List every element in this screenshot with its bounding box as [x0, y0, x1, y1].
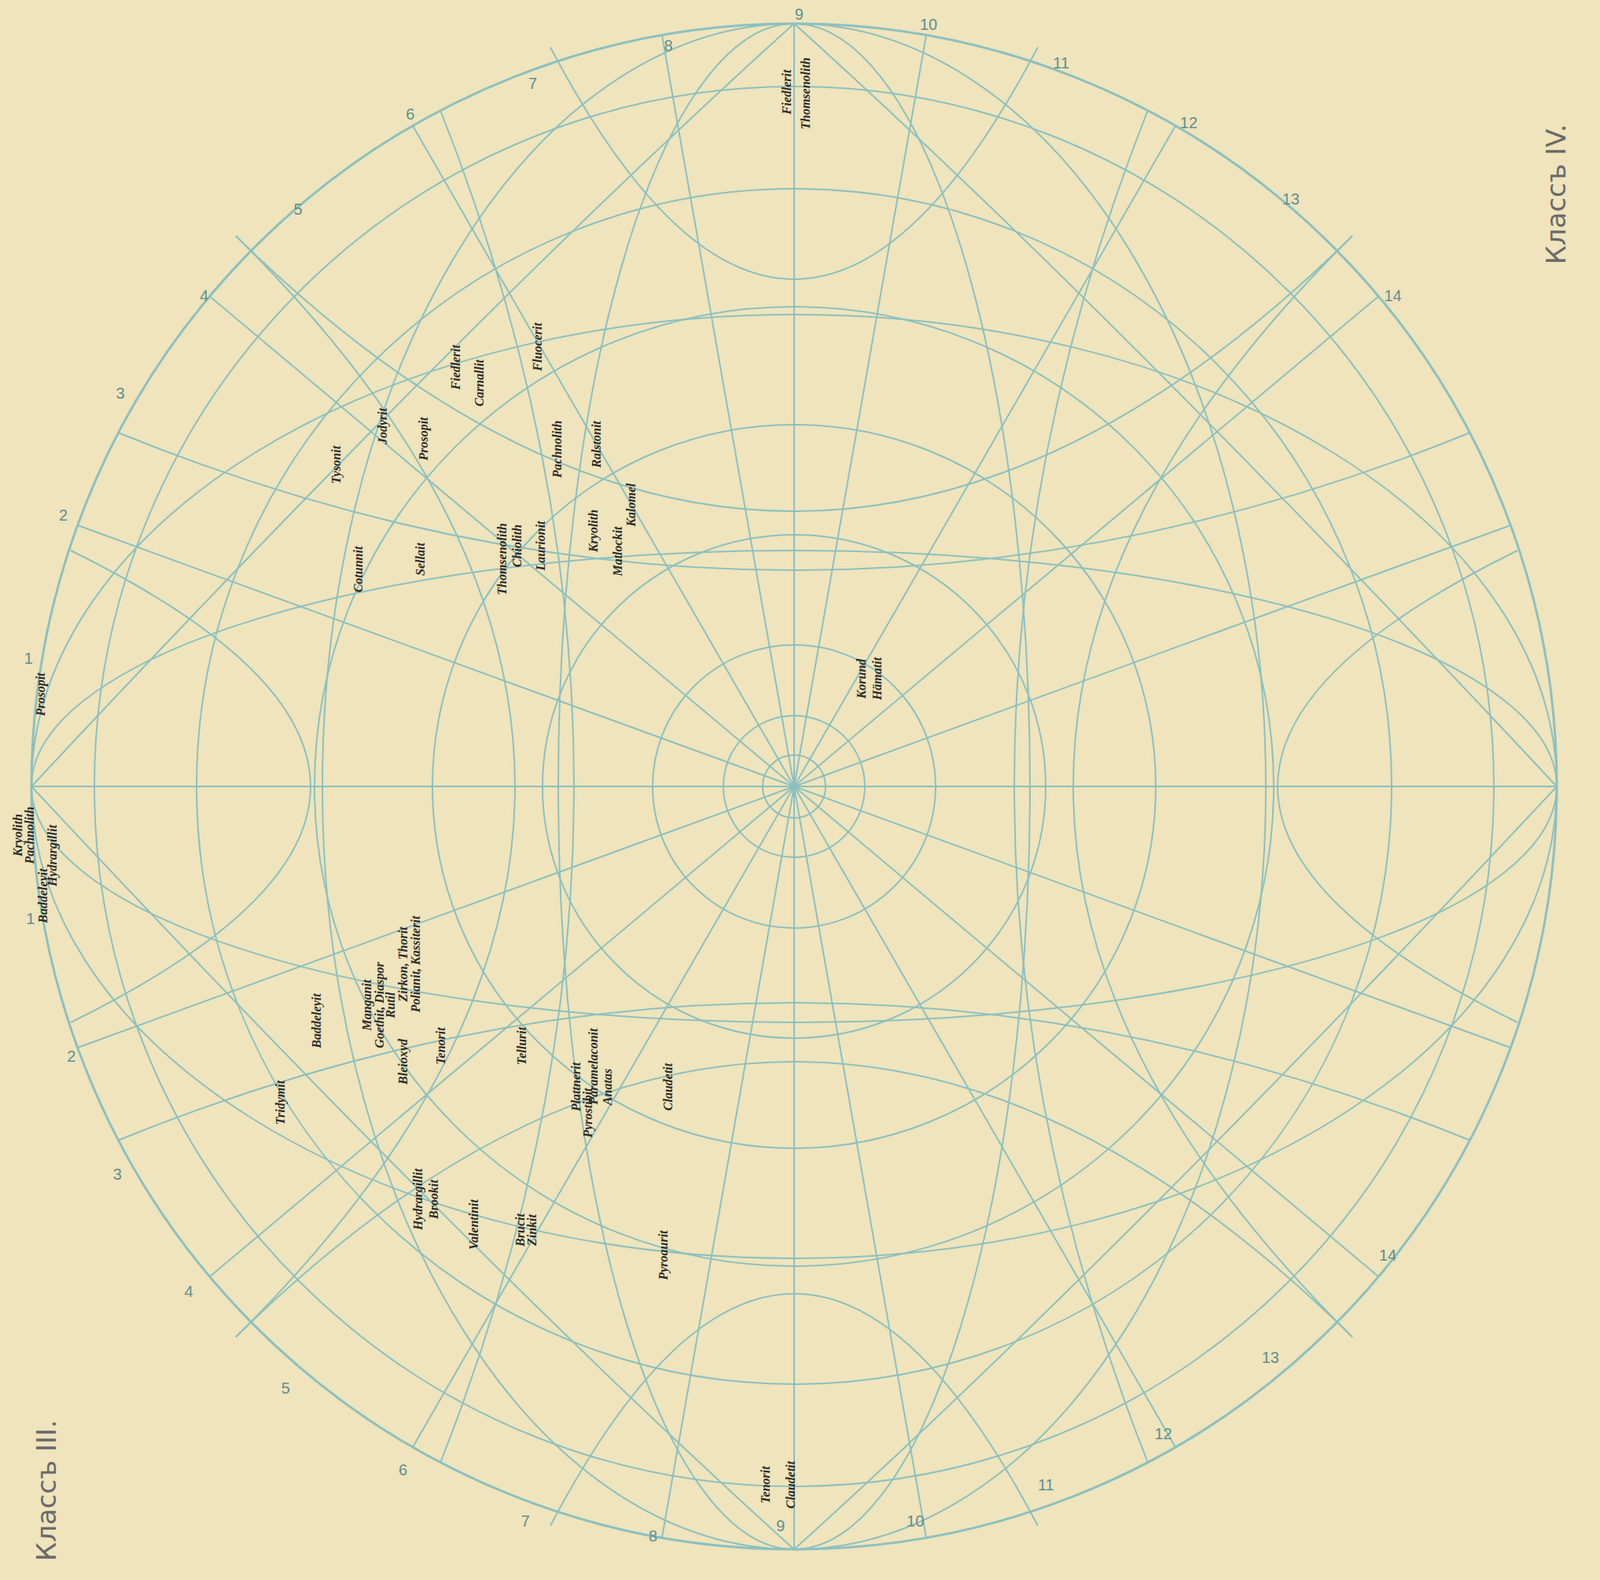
mineral-name: Hämatit: [871, 657, 884, 700]
mineral-name: Prosopit: [34, 672, 48, 716]
mineral-name: Thomsenolith: [799, 58, 813, 131]
mineral-name: Thomsenolith: [496, 522, 509, 596]
mineral-name: Baddeleyit: [309, 993, 323, 1048]
mineral-name: Korund: [856, 658, 869, 699]
mineral-name: Tenorit: [758, 1466, 772, 1504]
rim-number: 3: [116, 385, 126, 401]
mineral-name: Rutil: [384, 992, 398, 1019]
mineral-name: Goethit, Diaspor: [373, 962, 387, 1049]
mineral-name: Fiedlerit: [449, 345, 463, 390]
rim-number: 4: [184, 1283, 194, 1299]
rim-number: 9: [794, 6, 804, 23]
class-title: Классъ III.: [32, 1419, 59, 1561]
mineral-name: Manganit: [360, 979, 374, 1031]
rim-number: 12: [1180, 114, 1198, 131]
rim-number: 9: [776, 1517, 785, 1534]
mineral-name: Pachnolith: [551, 420, 565, 479]
mineral-name: Claudetit: [662, 1062, 675, 1111]
mineral-name: Bleioxyd: [397, 1038, 410, 1085]
class-title: Классъ IV.: [1542, 123, 1570, 265]
rim-number: 1: [25, 910, 35, 927]
mineral-name: Sellait: [414, 542, 427, 576]
mineral-name: Hydrargillit: [46, 823, 59, 886]
mineral-name: Tellurit: [515, 1026, 529, 1065]
rim-number: 5: [293, 201, 302, 218]
rim-number: 14: [1379, 1246, 1397, 1263]
mineral-name: Brookit: [427, 1179, 441, 1219]
mineral-name: Pyroaurit: [657, 1230, 670, 1280]
rim-number: 1: [24, 650, 34, 666]
rim-number: 10: [906, 1512, 924, 1529]
rim-number: 5: [281, 1379, 291, 1396]
mineral-name: Kryolith: [11, 813, 25, 857]
rim-number: 13: [1282, 191, 1300, 207]
rim-number: 6: [398, 1461, 408, 1478]
mineral-name: Brucit: [514, 1213, 527, 1247]
mineral-name: Tenorit: [434, 1027, 448, 1065]
mineral-name: Tridymit: [274, 1080, 287, 1125]
rim-number: 3: [113, 1165, 122, 1182]
mineral-name: Jodyrit: [376, 408, 390, 445]
mineral-name: Claudetit: [784, 1460, 798, 1509]
rim-number: 11: [1037, 1476, 1055, 1493]
rim-number: 2: [66, 1048, 76, 1064]
mineral-name: Paramelaconit: [587, 1028, 600, 1105]
rim-number: 4: [199, 287, 209, 304]
mineral-name: Zinkit: [525, 1213, 539, 1246]
mineral-name: Ralstonit: [590, 420, 604, 468]
mineral-name: Cotunnit: [353, 546, 366, 593]
mineral-name: Matlockit: [610, 525, 624, 576]
rim-number: 10: [919, 16, 938, 33]
mineral-name: Hydrargillit: [411, 1168, 425, 1230]
rim-number: 6: [405, 106, 415, 122]
mineral-name: Anatas: [602, 1068, 615, 1105]
rim-number: 11: [1052, 55, 1070, 71]
mineral-name: Fluocerit: [531, 323, 545, 372]
rim-number: 7: [528, 75, 538, 92]
mineral-name: Laurionit: [534, 521, 548, 571]
mineral-name: Prosopit: [417, 417, 431, 461]
mineral-name: Kalomel: [624, 483, 637, 527]
mineral-name: Polianit, Kassiterit: [410, 915, 423, 1013]
mineral-name: Pachnolith: [24, 805, 37, 864]
rim-number: 12: [1154, 1425, 1172, 1442]
mineral-name: Kryolith: [587, 509, 600, 552]
rim-number: 7: [521, 1512, 530, 1529]
rim-number: 13: [1261, 1349, 1280, 1365]
mineral-name: Carnallit: [473, 359, 486, 407]
mineral-name: Fiedlerit: [781, 69, 795, 115]
rim-number: 8: [648, 1527, 658, 1544]
mineral-name: Zirkon, Thorit: [397, 926, 410, 1002]
mineral-name: Valentinit: [467, 1199, 481, 1250]
mineral-name: Chiolith: [511, 524, 524, 567]
rim-number: 2: [58, 507, 68, 523]
rim-number: 14: [1383, 287, 1402, 304]
mineral-name: Tysonit: [330, 445, 343, 483]
rim-number: 8: [664, 37, 674, 54]
